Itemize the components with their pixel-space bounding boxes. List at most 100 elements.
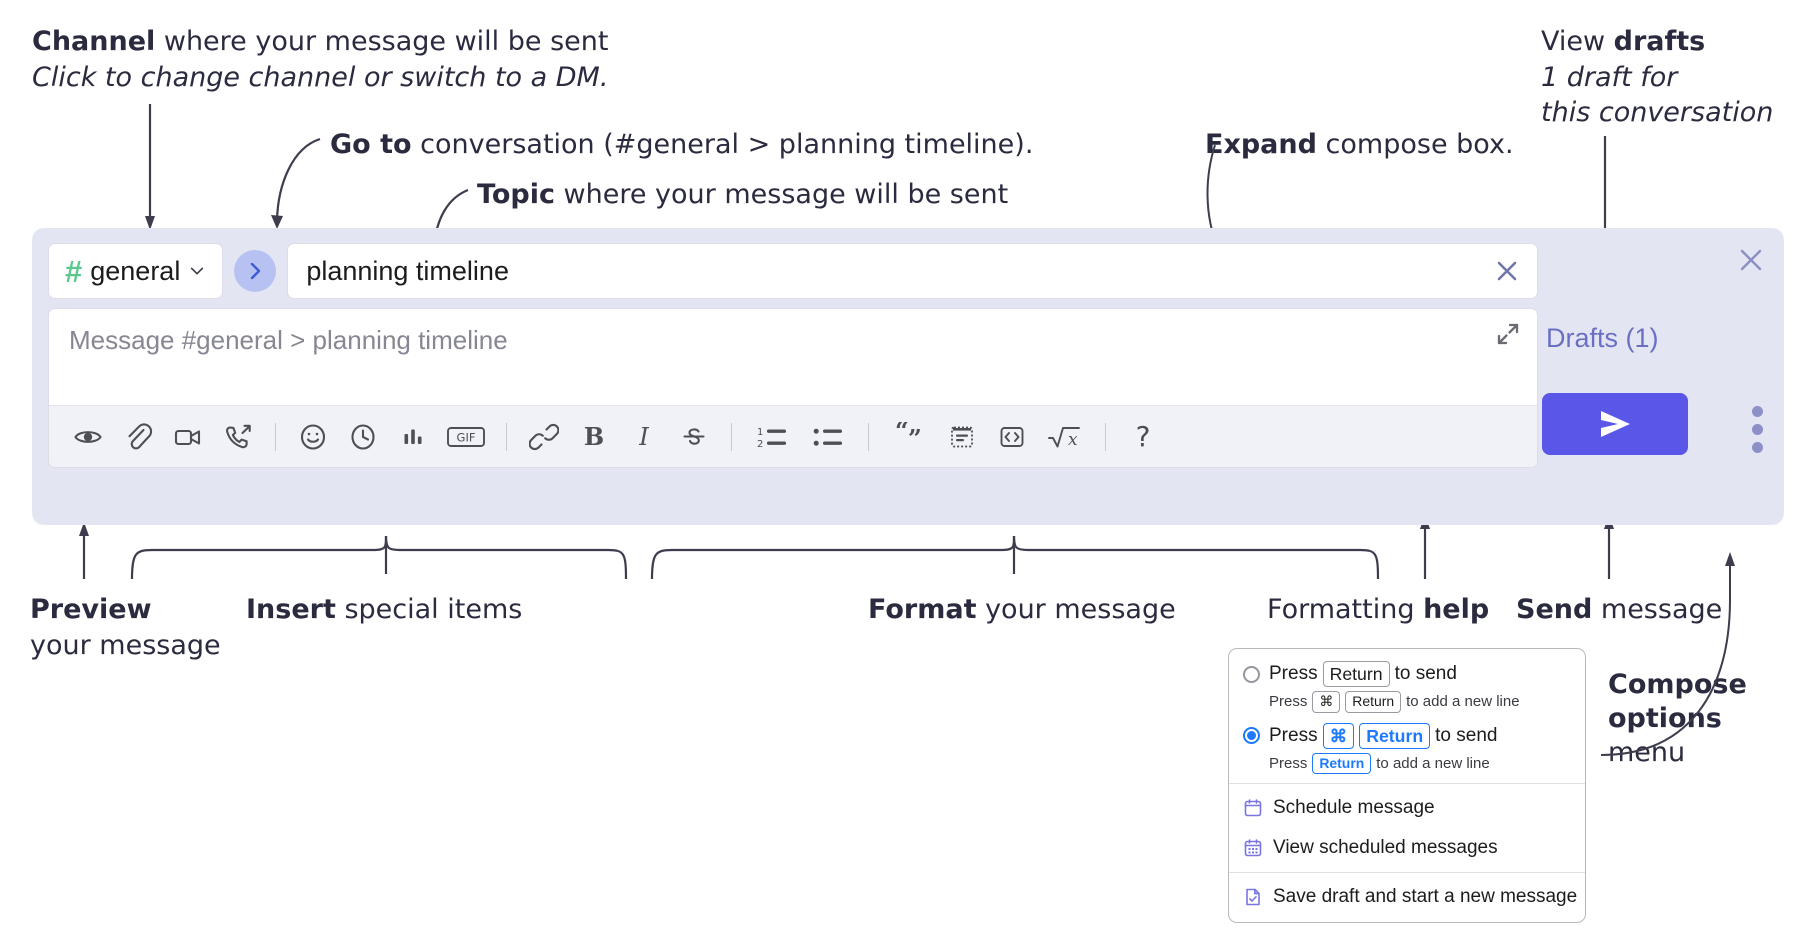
kbd-return: Return	[1312, 752, 1372, 775]
bulleted-list-button[interactable]	[800, 414, 856, 460]
message-input[interactable]: Message #general > planning timeline	[49, 309, 1537, 405]
annotation-drafts-pre: View	[1541, 26, 1614, 57]
math-button[interactable]: x	[1037, 414, 1093, 460]
annotation-insert: Insert special items	[246, 592, 522, 628]
kebab-dot	[1752, 442, 1763, 453]
annotation-drafts: View drafts 1 draft for this conversatio…	[1541, 24, 1773, 131]
attach-file-button[interactable]	[113, 414, 163, 460]
annotation-help-bold: help	[1423, 594, 1490, 625]
send-button[interactable]	[1542, 393, 1688, 455]
drafts-link[interactable]: Drafts (1)	[1546, 323, 1659, 353]
menu-item-label: Schedule message	[1273, 797, 1435, 819]
annotation-goto-bold: Go to	[330, 129, 412, 160]
phone-outgoing-icon	[226, 424, 251, 448]
italic-icon: I	[638, 423, 649, 451]
kbd-return: Return	[1359, 722, 1431, 749]
kbd-command: ⌘	[1322, 722, 1355, 749]
inline-code-icon	[1000, 426, 1024, 447]
radio-cmd-return-to-send[interactable]	[1243, 727, 1260, 745]
toolbar-divider	[275, 422, 276, 451]
video-clip-button[interactable]	[163, 414, 213, 460]
bold-icon: B	[584, 422, 604, 451]
compose-right-rail: Drafts (1)	[1542, 243, 1768, 510]
annotation-send: Send message	[1516, 592, 1722, 628]
annotation-compose-options-rest: menu	[1608, 736, 1686, 768]
toolbar-divider	[731, 422, 732, 451]
svg-text:GIF: GIF	[457, 430, 476, 444]
reminder-button[interactable]	[338, 414, 388, 460]
annotation-drafts-italic2: this conversation	[1541, 97, 1774, 129]
menu-item-label: Save draft and start a new message	[1273, 886, 1578, 908]
annotation-preview-bold: Preview	[30, 594, 152, 625]
annotation-topic-rest: where your message will be sent	[554, 179, 1009, 210]
close-icon[interactable]	[1493, 257, 1521, 285]
svg-text:x: x	[1068, 430, 1078, 450]
link-button[interactable]	[519, 414, 569, 460]
document-check-icon	[1246, 888, 1260, 906]
inline-code-button[interactable]	[987, 414, 1037, 460]
question-mark-icon: ?	[1135, 420, 1151, 453]
bulleted-list-icon	[813, 428, 842, 446]
blockquote-button[interactable]: “ ”	[881, 414, 937, 460]
emoji-button[interactable]	[288, 414, 338, 460]
menu-separator	[1229, 783, 1585, 785]
kbd-command: ⌘	[1312, 691, 1341, 713]
annotation-compose-options-bold1: Compose	[1608, 669, 1747, 700]
goto-conversation-button[interactable]	[234, 250, 277, 292]
strikethrough-icon	[683, 427, 705, 445]
ordered-list-button[interactable]: 1 2	[744, 414, 800, 460]
message-placeholder: Message #general > planning timeline	[69, 325, 508, 355]
kebab-dot	[1752, 424, 1763, 435]
annotation-expand-bold: Expand	[1205, 129, 1317, 160]
strikethrough-button[interactable]	[669, 414, 719, 460]
menu-option-return-to-send[interactable]: Press Return to send Press ⌘ Return to a…	[1229, 660, 1585, 713]
annotation-insert-bold: Insert	[246, 594, 336, 625]
annotation-expand-rest: compose box.	[1316, 129, 1514, 160]
annotation-send-bold: Send	[1516, 594, 1593, 625]
menu-item-schedule-message[interactable]: Schedule message	[1229, 788, 1585, 828]
annotation-help-pre: Formatting	[1267, 594, 1424, 625]
bold-button[interactable]: B	[569, 414, 619, 460]
annotation-format-bold: Format	[868, 594, 977, 625]
code-block-button[interactable]	[937, 414, 987, 460]
compose-options-menu: Press Return to send Press ⌘ Return to a…	[1228, 648, 1586, 924]
kbd-return: Return	[1322, 661, 1390, 688]
annotation-expand: Expand compose box.	[1205, 127, 1514, 163]
option2-press: Press	[1269, 724, 1318, 746]
svg-text:”: ”	[908, 424, 922, 452]
option1-sub-rest: to add a new line	[1406, 693, 1520, 711]
topic-input-field[interactable]: planning timeline	[287, 243, 1538, 299]
expand-icon[interactable]	[1495, 321, 1521, 347]
compose-options-button[interactable]	[1752, 406, 1764, 460]
preview-button[interactable]	[63, 414, 113, 460]
blockquote-icon: “ ”	[895, 422, 922, 452]
bar-chart-icon	[404, 429, 422, 444]
menu-option-cmd-return-to-send[interactable]: Press ⌘ Return to send Press Return to a…	[1229, 722, 1585, 775]
gif-button[interactable]: GIF	[438, 414, 494, 460]
annotation-goto: Go to conversation (#general > planning …	[330, 127, 1033, 163]
annotation-channel: Channel where your message will be sent …	[32, 24, 608, 95]
italic-button[interactable]: I	[619, 414, 669, 460]
annotation-channel-italic: Click to change channel or switch to a D…	[32, 61, 609, 93]
menu-item-save-draft[interactable]: Save draft and start a new message	[1229, 877, 1585, 917]
svg-text:I: I	[638, 423, 649, 451]
calendar-icon	[1244, 799, 1262, 817]
annotation-compose-options: Compose options menu	[1608, 668, 1747, 769]
chevron-down-icon	[191, 267, 204, 275]
radio-return-to-send[interactable]	[1243, 665, 1260, 683]
clock-icon	[351, 423, 375, 450]
annotation-preview: Preview your message	[30, 592, 221, 663]
audio-clip-button[interactable]	[213, 414, 263, 460]
poll-button[interactable]	[388, 414, 438, 460]
option2-to-send: to send	[1435, 724, 1498, 746]
formatting-help-button[interactable]: ?	[1118, 414, 1168, 460]
annotation-drafts-bold: drafts	[1613, 26, 1706, 57]
annotation-channel-bold: Channel	[32, 26, 156, 57]
menu-item-view-scheduled-messages[interactable]: View scheduled messages	[1229, 828, 1585, 868]
svg-text:B: B	[584, 422, 604, 451]
formatting-toolbar: GIF B	[49, 405, 1537, 467]
svg-text:“: “	[895, 422, 909, 445]
svg-text:2: 2	[757, 439, 763, 450]
close-compose-icon[interactable]	[1736, 245, 1766, 275]
channel-selector[interactable]: # general	[48, 243, 224, 299]
